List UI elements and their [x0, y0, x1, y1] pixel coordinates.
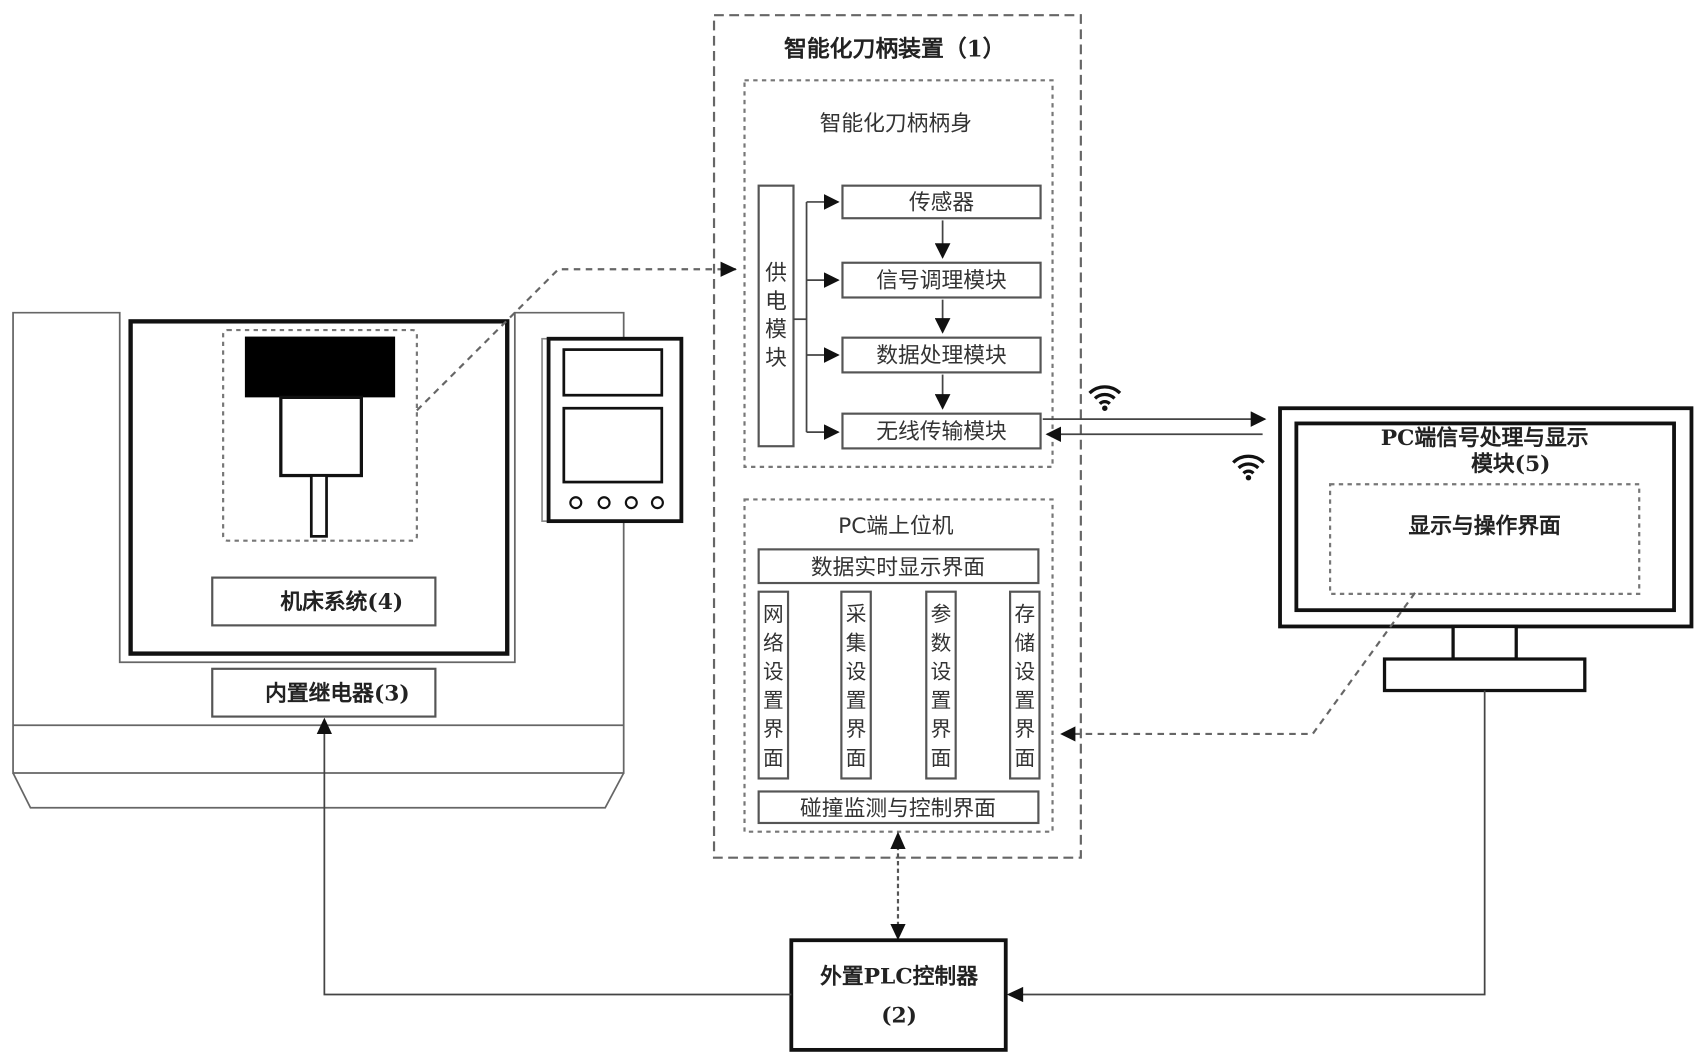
- machine-system-box: [211, 576, 437, 627]
- collision-monitor-label: 碰撞监测与控制界面: [800, 796, 996, 821]
- monitor-screen: [1294, 421, 1676, 613]
- network-settings-box: [757, 590, 790, 780]
- network-settings-label-char: 网: [763, 602, 784, 626]
- parameter-settings-label-char: 数: [931, 631, 952, 655]
- holder-body-frame: [743, 79, 1054, 468]
- interface-link: [1071, 592, 1416, 736]
- network-settings-label-char: 面: [763, 746, 784, 770]
- sensor-label: 传感器: [909, 191, 975, 216]
- monitor-neck: [1451, 624, 1518, 661]
- parameter-settings-box: [925, 590, 957, 780]
- plc-link-up-arrow: [890, 831, 906, 850]
- svg-text:模: 模: [765, 318, 787, 343]
- storage-settings-label-char: 存: [1014, 602, 1035, 626]
- cutting-tool: [309, 474, 328, 538]
- tool-holder-link-arrow: [720, 261, 737, 277]
- wifi-icon: [1088, 385, 1122, 411]
- pc-monitor: PC端信号处理与显示 模块(5) 显示与操作界面: [1278, 406, 1694, 693]
- control-panel: [541, 336, 684, 524]
- interface-label: 显示与操作界面: [1408, 514, 1560, 539]
- realtime-display-box: [757, 548, 1040, 585]
- signal-conditioning-label: 信号调理模块: [876, 269, 1007, 294]
- storage-settings-label-char: 界: [1014, 717, 1035, 741]
- data-processing-box: [841, 336, 1042, 374]
- plc-label: 外置PLC控制器: [820, 964, 978, 990]
- spindle-head: [244, 336, 396, 398]
- tool-holder: [279, 395, 364, 478]
- pc-host-title: PC端上位机: [838, 514, 954, 539]
- storage-settings-label-char: 置: [1014, 688, 1035, 712]
- acquisition-settings-label-char: 采: [846, 602, 867, 626]
- wireless-transmission-label: 无线传输模块: [876, 420, 1007, 445]
- wifi-icon: [1232, 454, 1265, 481]
- parameter-settings-label-char: 界: [931, 717, 952, 741]
- monitor-plc-arrow: [1006, 986, 1024, 1003]
- machine-tool: 机床系统(4) 内置继电器(3): [12, 311, 684, 809]
- pc-module-title-line2: 模块(5): [1471, 452, 1550, 477]
- collision-monitor-box: [757, 790, 1040, 825]
- data-processing-label: 数据处理模块: [876, 344, 1007, 369]
- network-settings-label-char: 界: [763, 717, 784, 741]
- wireless-transmission-box: [841, 412, 1042, 450]
- acquisition-settings-label-char: 界: [846, 717, 867, 741]
- plc-link-down-arrow: [890, 923, 906, 941]
- signal-conditioning-box: [841, 261, 1042, 299]
- plc-relay-arrow: [316, 717, 332, 734]
- smart-tool-holder-device: 智能化刀柄装置（1） 智能化刀柄柄身 供 电 模 块 传感器 信号调理模块 数据…: [712, 14, 1082, 859]
- acquisition-settings-label-char: 面: [846, 746, 867, 770]
- holder-body-title: 智能化刀柄柄身: [820, 111, 972, 136]
- device-title: 智能化刀柄装置（1）: [784, 35, 1005, 62]
- svg-text:块: 块: [765, 346, 787, 371]
- network-settings-label-char: 置: [763, 688, 784, 712]
- storage-settings-label-char: 设: [1014, 660, 1035, 684]
- acquisition-settings-label-char: 置: [846, 688, 867, 712]
- svg-text:供: 供: [765, 261, 787, 286]
- plc-number: (2): [881, 1004, 917, 1029]
- machine-body-outline: [12, 311, 625, 774]
- sensor-box: [841, 184, 1042, 220]
- pc-module-title-line1: PC端信号处理与显示: [1381, 425, 1589, 451]
- plc-box: [789, 938, 1008, 1052]
- svg-text:电: 电: [765, 289, 787, 314]
- storage-settings-label-char: 储: [1014, 631, 1035, 655]
- parameter-settings-label-char: 参: [931, 602, 952, 626]
- parameter-settings-label-char: 置: [931, 688, 952, 712]
- power-module-box: [757, 184, 795, 448]
- monitor-stand: [1382, 657, 1587, 693]
- realtime-display-label: 数据实时显示界面: [811, 555, 985, 580]
- relay-label: 内置继电器(3): [265, 680, 410, 706]
- interface-link-arrow: [1060, 726, 1076, 742]
- parameter-settings-label-char: 面: [931, 746, 952, 770]
- power-module-vertical-text: 供 电 模 块: [765, 261, 787, 371]
- parameter-settings-label-char: 设: [931, 660, 952, 684]
- monitor-plc-link: [1020, 690, 1486, 996]
- machine-base: [12, 772, 625, 809]
- machine-system-label: 机床系统(4): [280, 589, 403, 615]
- acquisition-settings-box: [840, 590, 872, 780]
- plc-relay-link: [323, 723, 792, 996]
- relay-box: [211, 667, 437, 718]
- storage-settings-box: [1009, 590, 1041, 780]
- network-settings-label-char: 设: [763, 660, 784, 684]
- acquisition-settings-label-char: 集: [846, 631, 867, 655]
- network-settings-label-char: 络: [763, 631, 784, 655]
- acquisition-settings-label-char: 设: [846, 660, 867, 684]
- storage-settings-label-char: 面: [1014, 746, 1035, 770]
- pc-host-frame: [743, 498, 1054, 833]
